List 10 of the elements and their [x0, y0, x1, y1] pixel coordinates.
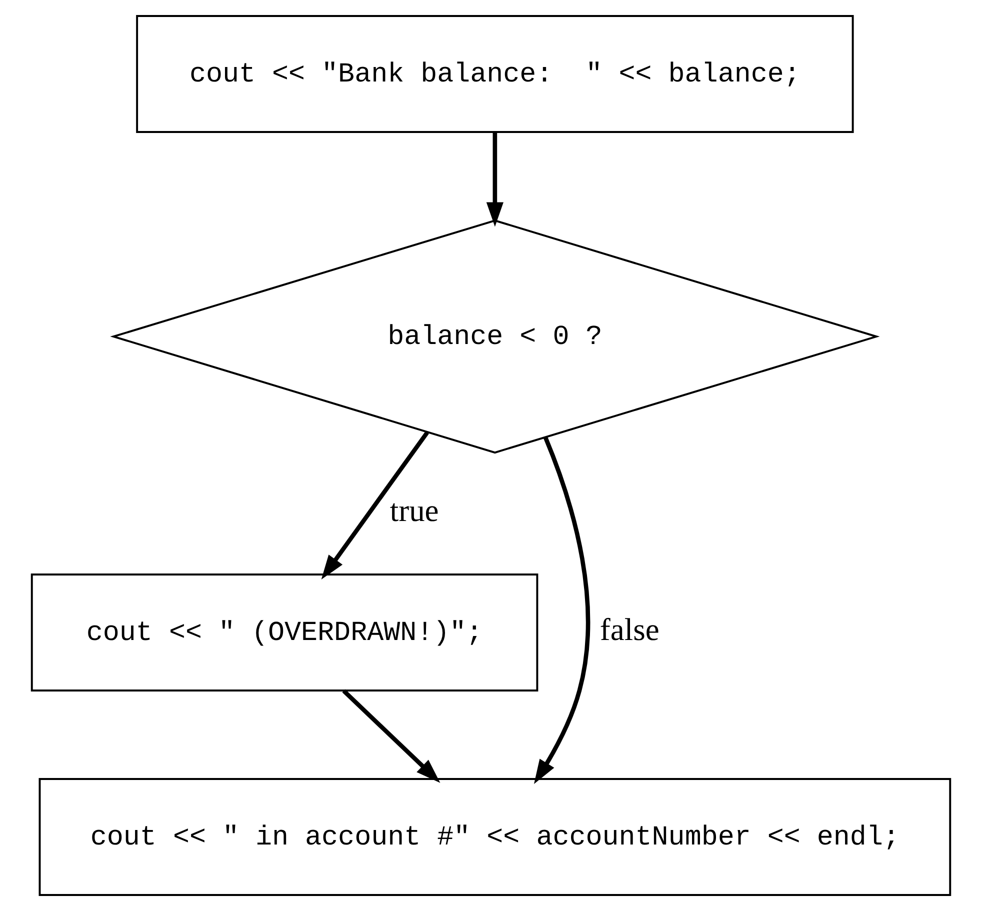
- node-box: cout << "Bank balance: " << balance;: [136, 15, 854, 134]
- node-box: cout << " in account #" << accountNumber << endl;: [38, 778, 951, 896]
- edge-label: false: [599, 612, 659, 647]
- arrow: [534, 436, 590, 784]
- arrow: [486, 132, 503, 227]
- node-diamond: balance < 0 ?: [110, 220, 880, 454]
- node-box: cout << " (OVERDRAWN!)";: [30, 573, 538, 692]
- arrow: [320, 431, 428, 580]
- edge-label: true: [389, 492, 438, 528]
- arrow: [342, 689, 440, 783]
